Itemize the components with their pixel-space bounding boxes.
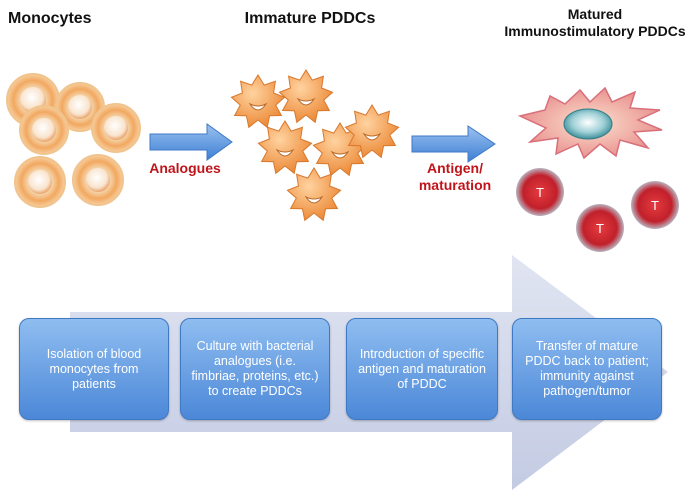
- mature-dendritic-cell: [517, 86, 663, 160]
- label-analogues: Analogues: [149, 160, 221, 176]
- title-matured-pddcs: Matured Immunostimulatory PDDCs: [504, 6, 686, 39]
- step-box-antigen: Introduction of specific antigen and mat…: [346, 318, 498, 420]
- step-text: Introduction of specific antigen and mat…: [358, 346, 486, 391]
- step-text: Transfer of mature PDDC back to patient;…: [525, 339, 649, 398]
- step-box-transfer: Transfer of mature PDDC back to patient;…: [512, 318, 662, 420]
- t-cell-label: T: [651, 198, 659, 213]
- t-cell: T: [631, 181, 679, 229]
- arrow-antigen: [411, 125, 496, 163]
- immature-pddc-cell: [257, 120, 313, 175]
- step-text: Culture with bacterial analogues (i.e. f…: [191, 339, 319, 398]
- t-cell: T: [516, 168, 564, 216]
- t-cell-label: T: [536, 185, 544, 200]
- label-antigen-maturation: Antigen/ maturation: [418, 160, 492, 193]
- monocyte-cluster: [6, 73, 141, 208]
- title-immature-pddcs: Immature PDDCs: [244, 10, 376, 27]
- immature-pddc-cluster: [230, 69, 400, 222]
- step-box-isolation: Isolation of blood monocytes from patien…: [19, 318, 169, 420]
- step-box-culture: Culture with bacterial analogues (i.e. f…: [180, 318, 330, 420]
- step-text: Isolation of blood monocytes from patien…: [46, 346, 142, 391]
- arrow-analogues: [149, 123, 233, 161]
- t-cell-label: T: [596, 221, 604, 236]
- immature-pddc-cell: [344, 104, 400, 159]
- t-cell: T: [576, 204, 624, 252]
- immature-pddc-cell: [230, 74, 286, 129]
- immature-pddc-cell: [286, 167, 342, 222]
- title-monocytes: Monocytes: [8, 10, 92, 27]
- immature-pddc-cell: [278, 69, 334, 124]
